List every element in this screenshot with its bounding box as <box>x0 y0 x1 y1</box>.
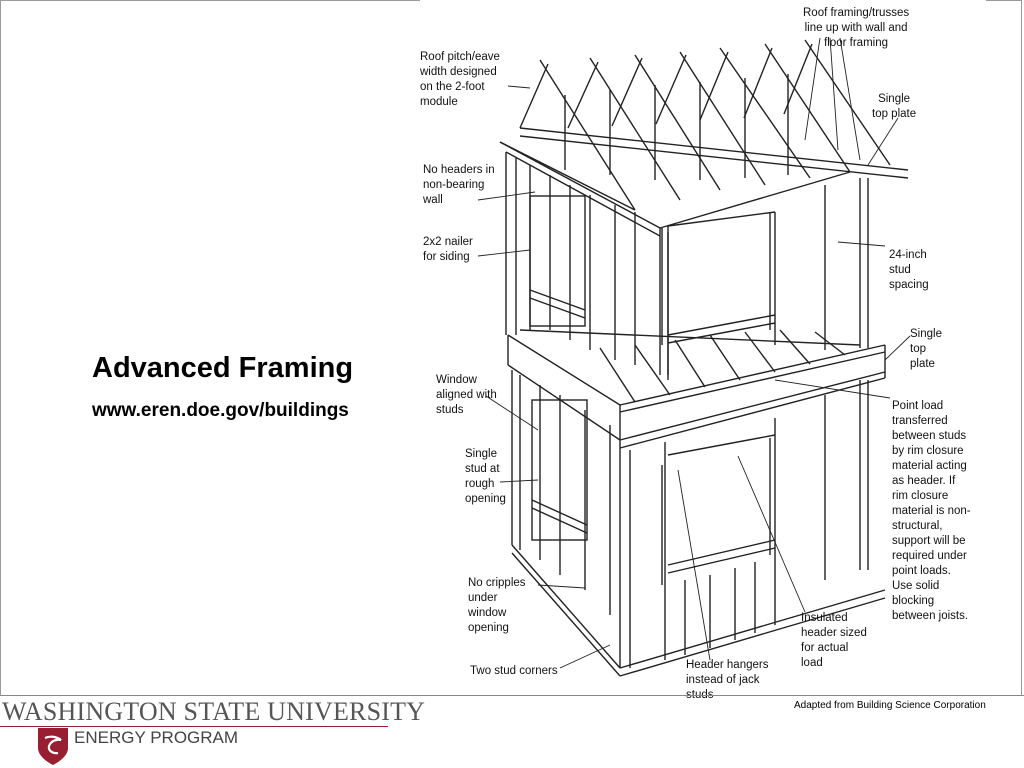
label-single-top-plate-lower: Single top plate <box>910 328 942 370</box>
framing-diagram: Roof framing/trusses line up with wall a… <box>420 0 986 716</box>
label-single-top-plate-upper: Single top plate <box>872 93 917 120</box>
label-no-cripples: No cripples under window opening <box>468 577 526 634</box>
wordmark-underline <box>0 726 388 727</box>
label-roof-pitch: Roof pitch/eave width designed on the 2-… <box>420 51 500 108</box>
lower-wall <box>511 370 886 677</box>
label-header-hangers: Header hangers instead of jack studs <box>686 659 769 701</box>
floor-rim <box>507 329 886 449</box>
label-point-load: Point load transferred between studs by … <box>892 400 971 622</box>
label-two-stud-corners: Two stud corners <box>470 665 558 677</box>
label-roof-trusses: Roof framing/trusses line up with wall a… <box>803 7 910 49</box>
label-nailer: 2x2 nailer for siding <box>423 236 473 263</box>
label-stud-spacing: 24-inch stud spacing <box>889 249 929 291</box>
energy-program-wordmark: ENERGY PROGRAM <box>74 728 239 747</box>
slide-subtitle-url: www.eren.doe.gov/buildings <box>92 400 349 421</box>
label-insulated-header: Insulated header sized for actual load <box>801 612 867 669</box>
wsu-crest-icon <box>38 728 68 765</box>
diagram-credit: Adapted from Building Science Corporatio… <box>794 700 986 711</box>
label-window-aligned: Window aligned with studs <box>436 374 497 416</box>
slide-title: Advanced Framing <box>92 352 354 384</box>
upper-wall <box>505 152 869 380</box>
university-wordmark: WASHINGTON STATE UNIVERSITY <box>2 697 426 726</box>
roof-trusses <box>499 39 909 237</box>
leader-lines <box>477 37 911 669</box>
footer-divider <box>0 695 1024 696</box>
label-no-headers: No headers in non-bearing wall <box>423 164 495 206</box>
label-single-stud: Single stud at rough opening <box>465 448 506 505</box>
framing-drawing <box>477 37 911 677</box>
